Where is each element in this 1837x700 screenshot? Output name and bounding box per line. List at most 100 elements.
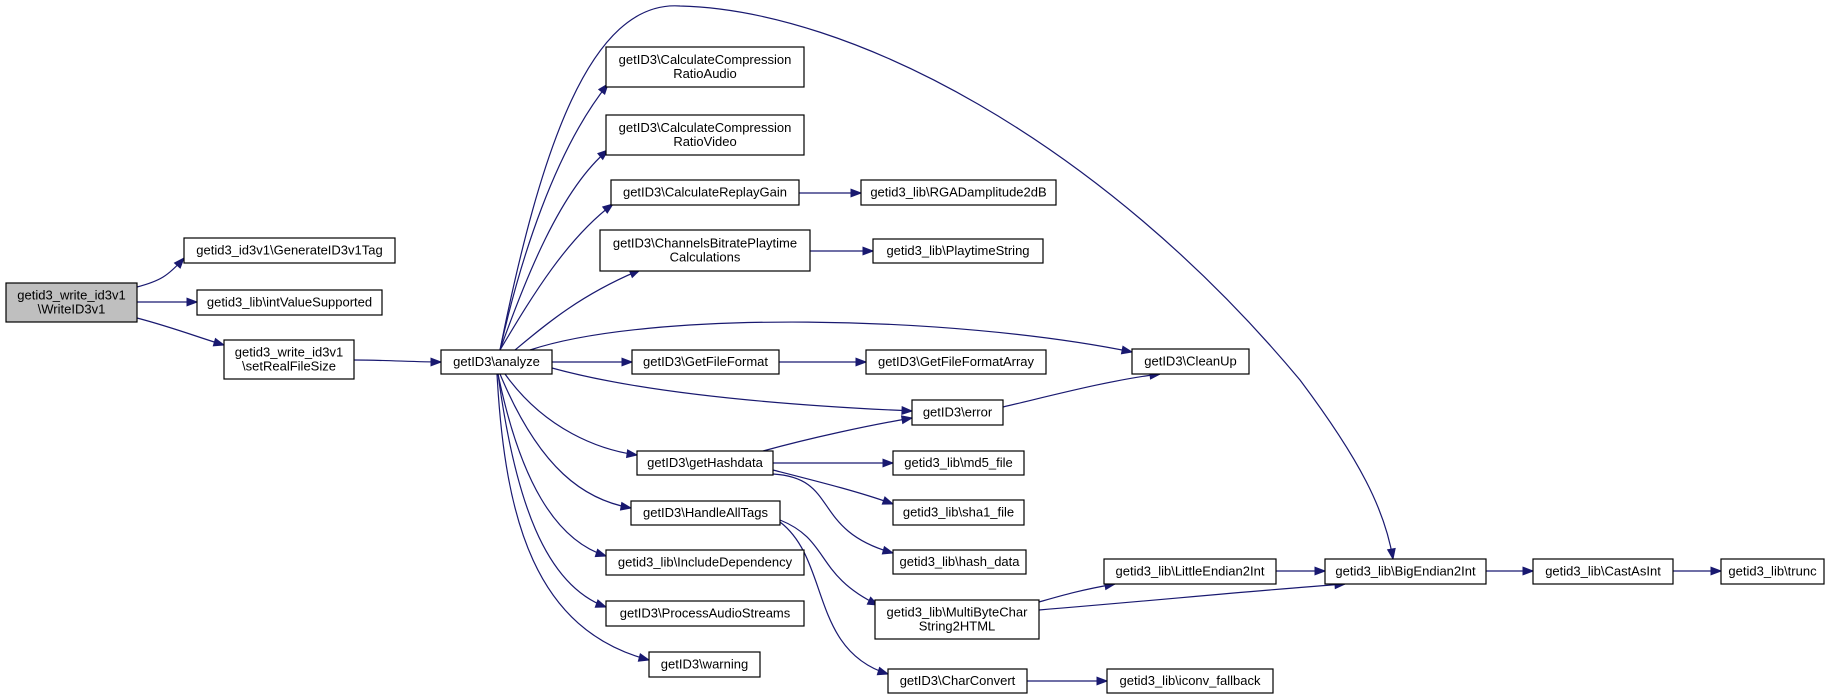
node-label: getID3\CalculateCompression	[619, 120, 792, 135]
node-box	[872, 238, 1044, 264]
node-rgad[interactable]: getid3_lib\RGADamplitude2dB	[860, 179, 1057, 206]
node-iconv[interactable]: getid3_lib\iconv_fallback	[1106, 668, 1274, 694]
edge-analyze-to-error	[551, 367, 914, 416]
node-hashdata[interactable]: getid3_lib\hash_data	[892, 549, 1027, 575]
node-box	[599, 229, 811, 272]
edge-line	[779, 521, 889, 675]
arrowhead-icon	[881, 545, 895, 555]
node-label: getID3\HandleAllTags	[643, 505, 769, 520]
edge-line	[353, 359, 442, 363]
node-sha1[interactable]: getid3_lib\sha1_file	[892, 499, 1025, 526]
arrowhead-icon	[625, 449, 639, 459]
edge-line	[551, 367, 913, 412]
node-warning[interactable]: getID3\warning	[648, 651, 761, 678]
node-processaudio[interactable]: getID3\ProcessAudioStreams	[605, 600, 805, 627]
node-label: getID3\CalculateCompression	[619, 52, 792, 67]
edge-line	[496, 373, 650, 661]
node-label: getID3\CharConvert	[900, 673, 1016, 688]
node-handlealltags[interactable]: getID3\HandleAllTags	[630, 500, 781, 526]
node-box	[636, 450, 774, 476]
edge-analyze-to-includedep	[497, 373, 608, 558]
node-castasint[interactable]: getid3_lib\CastAsInt	[1532, 558, 1674, 585]
node-label: String2HTML	[919, 619, 996, 634]
node-playtime[interactable]: getid3_lib\PlaytimeString	[872, 238, 1044, 264]
edge-line	[499, 5, 1394, 560]
node-label: getID3\getHashdata	[647, 455, 763, 470]
edge-gethashdata-to-md5	[773, 458, 895, 468]
node-label: getID3\ProcessAudioStreams	[620, 606, 791, 621]
node-channels[interactable]: getID3\ChannelsBitratePlaytimeCalculatio…	[599, 229, 811, 272]
edge-analyze-to-processaudio	[497, 373, 608, 608]
node-getfileformatarray[interactable]: getID3\GetFileFormatArray	[865, 349, 1047, 375]
node-includedep[interactable]: getid3_lib\IncludeDependency	[605, 549, 805, 576]
edge-gethashdata-to-hashdata	[772, 473, 895, 555]
edge-multibyte-to-bigendian	[1038, 580, 1347, 611]
node-bigendian[interactable]: getid3_lib\BigEndian2Int	[1324, 558, 1487, 585]
edge-line	[497, 373, 607, 608]
edge-line	[514, 269, 641, 351]
edge-getfileformat-to-getfileformatarray	[778, 357, 868, 367]
node-box	[911, 399, 1004, 426]
node-label: getid3_id3v1\GenerateID3v1Tag	[196, 243, 382, 258]
edge-analyze-to-replaygain	[499, 203, 615, 351]
edge-analyze-to-getfileformat	[551, 357, 634, 367]
node-label: \WriteID3v1	[38, 302, 106, 317]
edge-error-to-cleanup	[1002, 370, 1162, 408]
arrowhead-icon	[882, 458, 895, 468]
node-label: getid3_lib\PlaytimeString	[886, 243, 1029, 258]
node-littleendian[interactable]: getid3_lib\LittleEndian2Int	[1103, 558, 1277, 585]
node-replaygain[interactable]: getID3\CalculateReplayGain	[610, 179, 800, 206]
node-box	[605, 114, 805, 156]
node-analyze[interactable]: getID3\analyze	[440, 349, 553, 375]
edge-setreal-to-analyze	[353, 357, 443, 367]
node-md5[interactable]: getid3_lib\md5_file	[892, 450, 1025, 476]
node-box	[605, 600, 805, 627]
node-label: getID3\CalculateReplayGain	[623, 185, 787, 200]
arrowhead-icon	[1096, 676, 1109, 686]
edge-gethashdata-to-error	[762, 415, 914, 452]
edge-multibyte-to-littleendian	[1038, 581, 1117, 603]
node-box	[5, 282, 138, 323]
edge-line	[136, 317, 225, 346]
node-cleanup[interactable]: getID3\CleanUp	[1131, 348, 1250, 375]
arrowhead-icon	[862, 246, 875, 256]
edge-analyze-to-warning	[496, 373, 651, 662]
node-box	[1720, 558, 1825, 585]
arrowhead-icon	[186, 297, 199, 307]
node-label: getid3_lib\hash_data	[900, 554, 1021, 569]
node-box	[892, 549, 1027, 575]
node-gethashdata[interactable]: getID3\getHashdata	[636, 450, 774, 476]
arrowhead-icon	[1120, 345, 1134, 355]
node-charconvert[interactable]: getID3\CharConvert	[887, 668, 1028, 694]
node-error[interactable]: getID3\error	[911, 399, 1004, 426]
node-trunc[interactable]: getid3_lib\trunc	[1720, 558, 1825, 585]
node-box	[605, 549, 805, 576]
arrowhead-icon	[619, 501, 633, 511]
node-box	[874, 599, 1040, 640]
node-box	[1103, 558, 1277, 585]
node-label: RatioAudio	[673, 66, 737, 81]
node-label: getid3_lib\RGADamplitude2dB	[870, 185, 1046, 200]
edge-analyze-to-bigendian	[499, 5, 1396, 561]
node-box	[887, 668, 1028, 694]
node-label: Calculations	[670, 250, 741, 265]
node-generate[interactable]: getid3_id3v1\GenerateID3v1Tag	[183, 237, 396, 264]
arrowhead-icon	[850, 188, 863, 198]
node-label: getid3_lib\md5_file	[904, 455, 1012, 470]
node-getfileformat[interactable]: getID3\GetFileFormat	[631, 349, 780, 375]
node-box	[183, 237, 396, 264]
node-box	[648, 651, 761, 678]
node-label: getid3_lib\CastAsInt	[1545, 564, 1661, 579]
node-setreal[interactable]: getid3_write_id3v1\setRealFileSize	[223, 339, 355, 380]
arrowhead-icon	[1386, 547, 1396, 561]
node-label: getid3_lib\MultiByteChar	[887, 605, 1029, 620]
node-label: getID3\ChannelsBitratePlaytime	[613, 236, 797, 251]
node-label: getid3_lib\intValueSupported	[207, 295, 372, 310]
node-intvalue[interactable]: getid3_lib\intValueSupported	[196, 289, 383, 316]
edge-line	[499, 203, 614, 351]
node-box	[630, 500, 781, 526]
